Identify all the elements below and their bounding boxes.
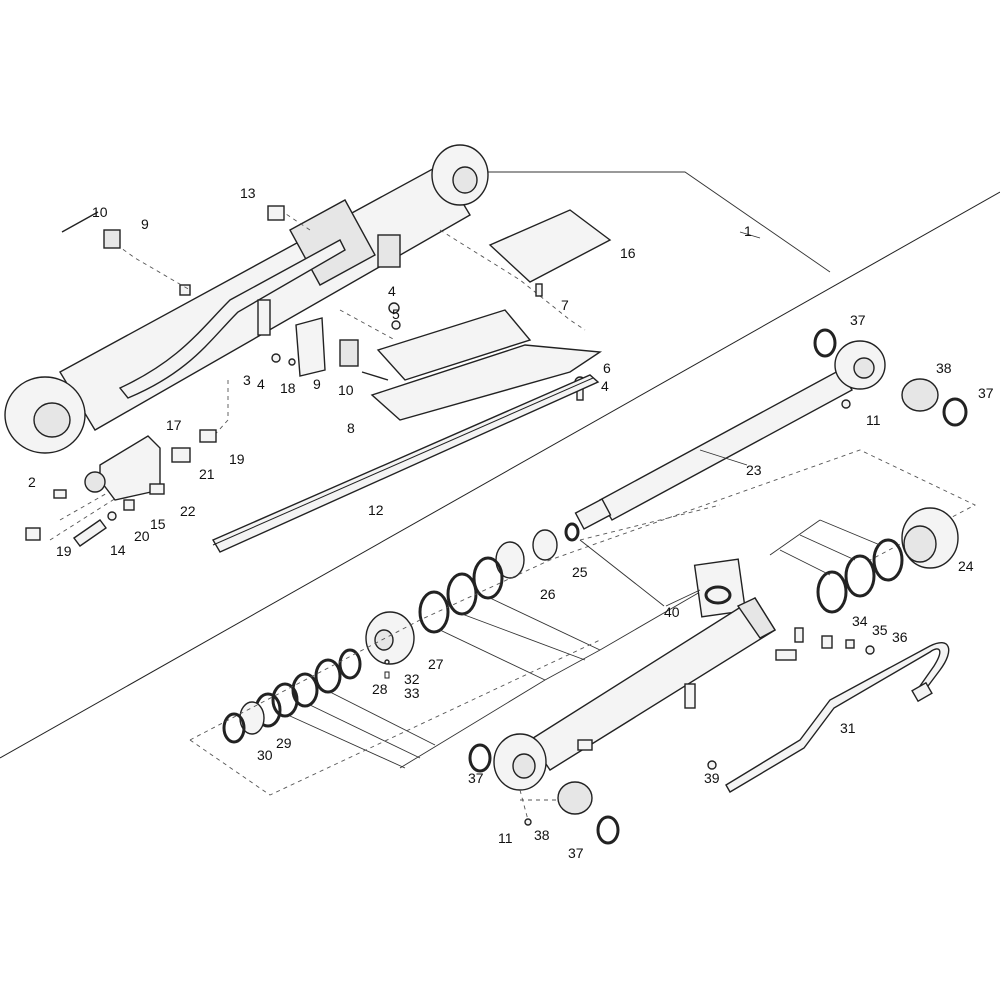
callout-2: 2 bbox=[28, 474, 36, 490]
callout-34: 34 bbox=[852, 613, 868, 629]
callout-17: 17 bbox=[166, 417, 182, 433]
callout-37: 37 bbox=[850, 312, 866, 328]
callout-19: 19 bbox=[56, 543, 72, 559]
part-18 bbox=[295, 317, 326, 377]
callout-5: 5 bbox=[392, 306, 400, 322]
callout-23: 23 bbox=[746, 462, 762, 478]
section-divider bbox=[0, 191, 1000, 759]
lower-cylinder bbox=[493, 597, 804, 791]
callout-4: 4 bbox=[257, 376, 265, 392]
upper-cylinder bbox=[4, 144, 489, 454]
callout-35: 35 bbox=[872, 622, 888, 638]
callout-25: 25 bbox=[572, 564, 588, 580]
callout-21: 21 bbox=[199, 466, 215, 482]
callout-26: 26 bbox=[540, 586, 556, 602]
callout-24: 24 bbox=[958, 558, 974, 574]
callout-19: 19 bbox=[229, 451, 245, 467]
callout-32: 32 bbox=[404, 671, 420, 687]
callout-10: 10 bbox=[92, 204, 108, 220]
callout-10: 10 bbox=[338, 382, 354, 398]
part-9-clip bbox=[103, 229, 121, 249]
callout-40: 40 bbox=[664, 604, 680, 620]
callout-36: 36 bbox=[892, 629, 908, 645]
callout-18: 18 bbox=[280, 380, 296, 396]
callout-37: 37 bbox=[468, 770, 484, 786]
callout-11: 11 bbox=[866, 412, 881, 428]
callout-1: 1 bbox=[744, 223, 752, 239]
callout-6: 6 bbox=[603, 360, 611, 376]
callout-9: 9 bbox=[313, 376, 321, 392]
callout-4: 4 bbox=[388, 283, 396, 299]
callout-12: 12 bbox=[368, 502, 384, 518]
callout-13: 13 bbox=[240, 185, 256, 201]
callout-28: 28 bbox=[372, 681, 388, 697]
callout-7: 7 bbox=[561, 297, 569, 313]
callout-15: 15 bbox=[150, 516, 166, 532]
callout-30: 30 bbox=[257, 747, 273, 763]
part-12 bbox=[211, 374, 600, 553]
callout-33: 33 bbox=[404, 685, 420, 701]
callout-22: 22 bbox=[180, 503, 196, 519]
part-23-rod bbox=[574, 340, 886, 530]
callout-9: 9 bbox=[141, 216, 149, 232]
callout-11: 11 bbox=[498, 830, 513, 846]
callout-38: 38 bbox=[534, 827, 550, 843]
callout-27: 27 bbox=[428, 656, 444, 672]
callout-31: 31 bbox=[840, 720, 856, 736]
callout-4: 4 bbox=[601, 378, 609, 394]
callout-39: 39 bbox=[704, 770, 720, 786]
callout-37: 37 bbox=[978, 385, 994, 401]
callout-8: 8 bbox=[347, 420, 355, 436]
part-8 bbox=[376, 309, 532, 381]
callout-16: 16 bbox=[620, 245, 636, 261]
callout-38: 38 bbox=[936, 360, 952, 376]
part-16 bbox=[488, 209, 612, 283]
callout-37: 37 bbox=[568, 845, 584, 861]
callout-3: 3 bbox=[243, 372, 251, 388]
part-13 bbox=[267, 205, 285, 221]
callout-14: 14 bbox=[110, 542, 126, 558]
callout-20: 20 bbox=[134, 528, 150, 544]
leader-1 bbox=[485, 171, 831, 273]
callout-29: 29 bbox=[276, 735, 292, 751]
